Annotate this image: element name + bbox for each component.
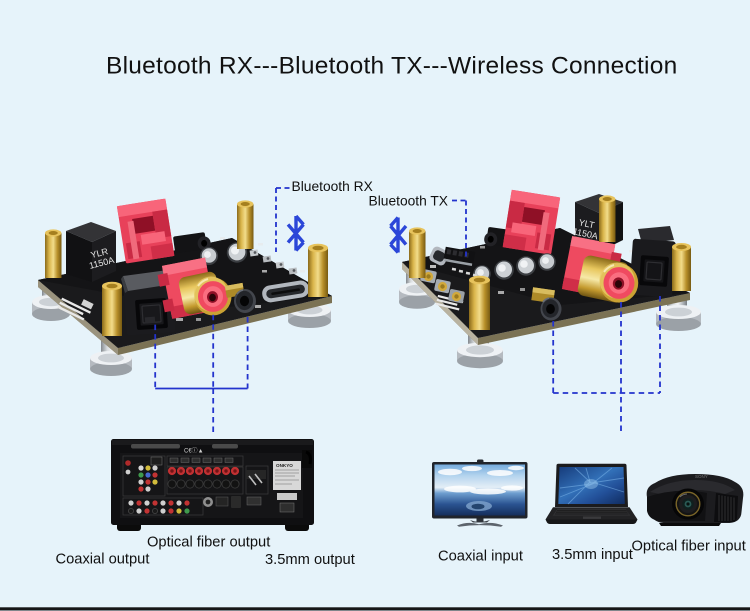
svg-text:3.5mm output: 3.5mm output	[265, 552, 355, 568]
svg-text:Coaxial output: Coaxial output	[56, 551, 150, 567]
svg-text:Bluetooth RX---Bluetooth TX---: Bluetooth RX---Bluetooth TX---Wireless C…	[106, 52, 677, 79]
svg-text:3.5mm input: 3.5mm input	[552, 547, 633, 563]
svg-text:Bluetooth TX: Bluetooth TX	[369, 193, 449, 208]
svg-text:ONKYO: ONKYO	[276, 463, 293, 468]
svg-text:YLT: YLT	[578, 217, 596, 230]
svg-text:Coaxial input: Coaxial input	[438, 549, 523, 565]
svg-text:Bluetooth RX: Bluetooth RX	[292, 179, 373, 194]
svg-text:Optical fiber output: Optical fiber output	[147, 535, 270, 551]
svg-text:YLR: YLR	[90, 246, 110, 260]
svg-text:Optical fiber input: Optical fiber input	[632, 539, 746, 555]
svg-text:C€ⓘ▲: C€ⓘ▲	[184, 447, 204, 455]
svg-text:SONY: SONY	[695, 474, 708, 479]
